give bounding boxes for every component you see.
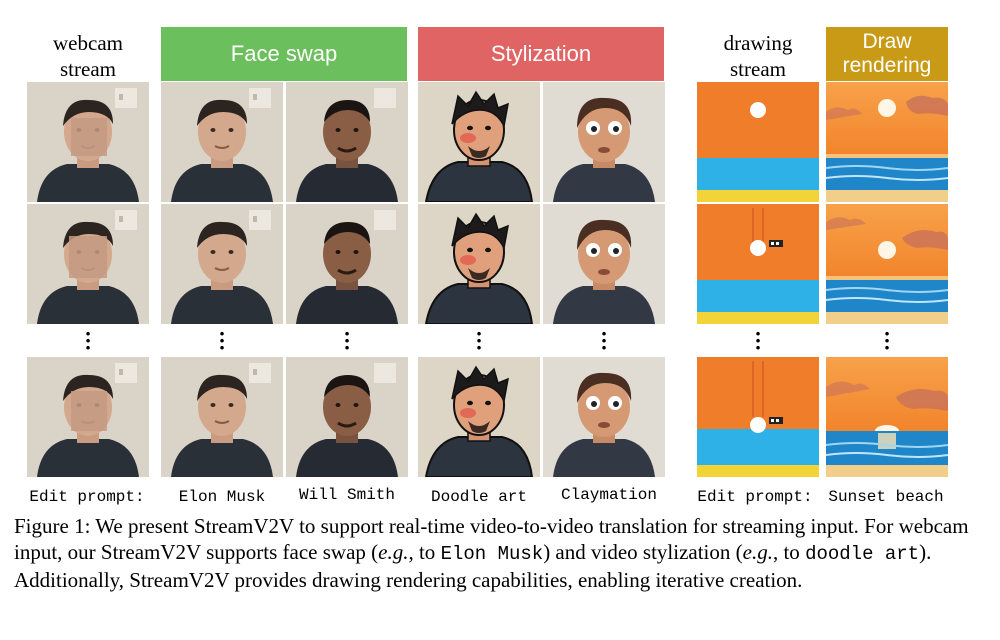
edit-prompt-label-left: Edit prompt: (29, 488, 145, 506)
caption-part-5: ). Additionally, StreamV2V provides draw… (14, 540, 932, 592)
prompt-claymation: Claymation (560, 486, 657, 504)
caption-part-4: , to (772, 540, 806, 564)
figure-caption: Figure 1: We present StreamV2V to suppor… (14, 513, 989, 593)
faceswap-elon-frame-1 (161, 82, 283, 202)
ellipsis-webcam: ··· (84, 321, 92, 360)
caption-part-1: Figure 1: We present StreamV2V to suppor… (14, 514, 969, 564)
caption-code-elon: Elon Musk (440, 543, 544, 565)
caption-part-2: , to (408, 540, 441, 564)
caption-code-doodle: doodle art (805, 543, 920, 565)
header-stylization-label: Stylization (490, 41, 592, 66)
ellipsis-doodle: ··· (475, 321, 483, 360)
header-webcam-line1: webcam (53, 31, 123, 55)
caption-part-3: ) and video stylization ( (543, 540, 743, 564)
header-draw-line1: Draw (862, 30, 912, 53)
drawing-frame-3 (697, 357, 819, 477)
ellipsis-drawing: ··· (754, 321, 762, 360)
header-webcam-stream: webcam stream (27, 30, 149, 82)
header-draw-rendering: Draw rendering (826, 27, 948, 81)
render-frame-2 (826, 204, 948, 324)
stylize-clay-frame-1 (543, 82, 665, 202)
header-drawing-line2: stream (730, 57, 786, 81)
header-stylization: Stylization (418, 27, 664, 81)
prompt-doodle-art: Doodle art (430, 488, 527, 506)
drawing-frame-2 (697, 204, 819, 324)
prompt-elon-musk: Elon Musk (178, 488, 266, 506)
stylize-clay-frame-2 (543, 204, 665, 324)
stylize-doodle-frame-3 (418, 357, 540, 477)
faceswap-will-frame-3 (286, 357, 408, 477)
stylize-doodle-frame-1 (418, 82, 540, 202)
stylize-clay-frame-3 (543, 357, 665, 477)
edit-prompt-label-right: Edit prompt: (697, 488, 813, 506)
ellipsis-render: ··· (883, 321, 891, 360)
caption-eg-1: e.g. (378, 540, 409, 564)
stylize-doodle-frame-2 (418, 204, 540, 324)
render-frame-3 (826, 357, 948, 477)
header-face-swap: Face swap (161, 27, 407, 81)
header-draw-line2: rendering (842, 54, 932, 77)
faceswap-elon-frame-3 (161, 357, 283, 477)
caption-eg-2: e.g. (742, 540, 773, 564)
ellipsis-elon: ··· (218, 321, 226, 360)
webcam-frame-2 (27, 204, 149, 324)
webcam-frame-1 (27, 82, 149, 202)
webcam-frame-3 (27, 357, 149, 477)
prompt-sunset-beach: Sunset beach (828, 488, 944, 506)
render-frame-1 (826, 82, 948, 202)
header-webcam-line2: stream (60, 57, 116, 81)
prompt-will-smith: Will Smith (298, 486, 395, 504)
ellipsis-clay: ··· (600, 321, 608, 360)
faceswap-will-frame-2 (286, 204, 408, 324)
header-drawing-stream: drawing stream (697, 30, 819, 82)
drawing-frame-1 (697, 82, 819, 202)
faceswap-elon-frame-2 (161, 204, 283, 324)
header-drawing-line1: drawing (723, 31, 793, 55)
ellipsis-will: ··· (343, 321, 351, 360)
header-face-swap-label: Face swap (230, 41, 338, 66)
faceswap-will-frame-1 (286, 82, 408, 202)
